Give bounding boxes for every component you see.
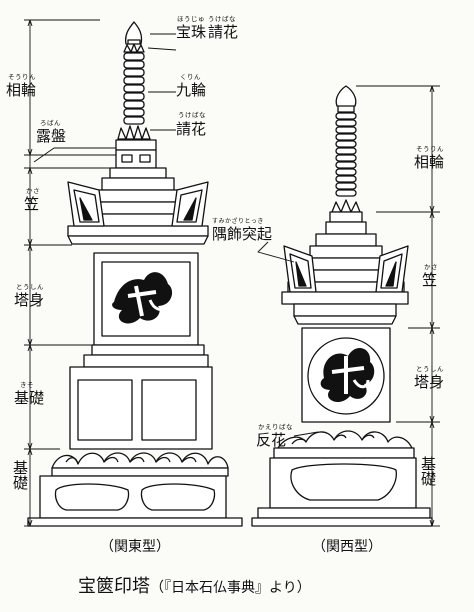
ukebana-top-ruby: うけばな (208, 15, 236, 23)
figure-title-source: （『日本石仏事典』より） (150, 580, 311, 596)
kurin-ruby: くりん (180, 73, 201, 81)
sorin-left-ruby: そうりん (8, 73, 36, 81)
figure-title: 宝篋印塔（『日本石仏事典』より） (78, 572, 311, 598)
hoju-label: 宝珠 (176, 23, 207, 41)
kiso-left-label: 基礎 (14, 389, 45, 407)
kansai-caption: （関西型） (312, 539, 382, 555)
toshin-right-label: 塔身 (414, 373, 445, 391)
roban-label: 露盤 (36, 127, 67, 145)
hoju-ruby: ほうじゅ (177, 15, 205, 23)
kansai-pagoda (251, 85, 433, 527)
ukebana-mid-ruby: うけばな (178, 111, 206, 119)
sorin-left-label: 相輪 (6, 81, 37, 99)
sumikazari-label: 隅飾突起 (212, 225, 273, 243)
ukebana-mid-label: 請花 (176, 120, 207, 138)
kasa-right-label: 笠 (422, 271, 438, 289)
kanto-caption: （関東型） (100, 539, 170, 555)
kurin-label: 九輪 (176, 81, 207, 99)
toshin-left-ruby: とうしん (16, 283, 44, 291)
kanto-nine-rings (123, 52, 145, 125)
ukebana-top-label: 請花 (208, 23, 239, 41)
kansai-rings (335, 112, 357, 197)
kasa-left-ruby: かさ (26, 187, 40, 195)
kidan-left-label: 基礎 (11, 460, 29, 490)
sorin-right-ruby: そうりん (416, 145, 444, 153)
toshin-left-label: 塔身 (14, 291, 45, 309)
roban-ruby: ろばん (40, 119, 61, 127)
dimension-lines (24, 19, 440, 527)
kanto-pagoda (27, 21, 243, 527)
figure-title-main: 宝篋印塔 (78, 576, 150, 597)
kiso-right-label: 基礎 (419, 456, 437, 486)
kiso-left-ruby: きそ (20, 381, 34, 389)
kasa-left-label: 笠 (24, 195, 40, 213)
toshin-right-ruby: とうしん (416, 365, 444, 373)
kaeribana-ruby: かえりばな (258, 423, 293, 431)
kaeribana-label: 反花 (256, 431, 287, 449)
kasa-right-ruby: かさ (424, 263, 438, 271)
sumikazari-ruby: すみかざりとっき (212, 218, 264, 225)
sorin-right-label: 相輪 (414, 153, 445, 171)
